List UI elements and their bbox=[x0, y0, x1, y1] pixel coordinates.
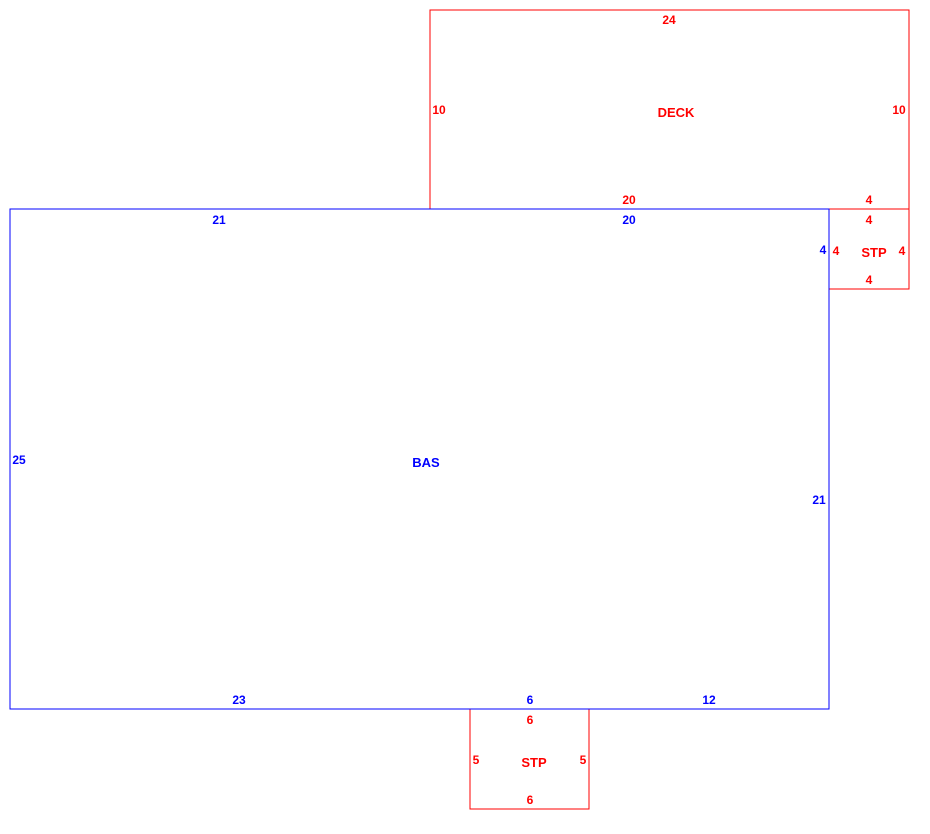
stp-right-dim-top: 4 bbox=[866, 213, 873, 227]
stp-right-area: STP 4 4 4 4 bbox=[829, 208, 910, 290]
bas-dim-left: 25 bbox=[12, 453, 26, 467]
deck-dim-left: 10 bbox=[432, 103, 446, 117]
stp-right-outline bbox=[829, 208, 910, 290]
bas-dim-top-right: 20 bbox=[622, 213, 636, 227]
bas-dim-bottom-left: 23 bbox=[232, 693, 246, 707]
stp-right-dim-left: 4 bbox=[833, 244, 840, 258]
stp-bottom-outline bbox=[469, 709, 590, 810]
stp-bottom-dim-left: 5 bbox=[473, 753, 480, 767]
deck-label: DECK bbox=[658, 105, 695, 120]
stp-bottom-dim-top: 6 bbox=[527, 713, 534, 727]
deck-area: DECK 24 10 10 20 4 bbox=[429, 9, 910, 210]
bas-label: BAS bbox=[412, 455, 440, 470]
deck-dim-bottom: 20 bbox=[622, 193, 636, 207]
bas-dim-right-upper: 4 bbox=[820, 243, 827, 257]
bas-dim-bottom-right: 12 bbox=[702, 693, 716, 707]
deck-dim-bottom-right: 4 bbox=[866, 193, 873, 207]
deck-dim-right: 10 bbox=[892, 103, 906, 117]
deck-outline bbox=[429, 9, 910, 209]
bas-area: BAS 21 20 25 4 21 23 6 12 bbox=[9, 208, 830, 710]
stp-right-label: STP bbox=[861, 245, 887, 260]
deck-dim-top: 24 bbox=[662, 13, 676, 27]
stp-bottom-dim-bottom: 6 bbox=[527, 793, 534, 807]
stp-bottom-area: STP 6 5 5 6 bbox=[469, 708, 590, 810]
bas-dim-right-lower: 21 bbox=[812, 493, 826, 507]
bas-dim-bottom-mid: 6 bbox=[527, 693, 534, 707]
stp-bottom-label: STP bbox=[521, 755, 547, 770]
stp-right-dim-right: 4 bbox=[899, 244, 906, 258]
bas-outline bbox=[9, 208, 830, 710]
bas-dim-top-left: 21 bbox=[212, 213, 226, 227]
stp-bottom-dim-right: 5 bbox=[580, 753, 587, 767]
stp-right-dim-bottom: 4 bbox=[866, 273, 873, 287]
